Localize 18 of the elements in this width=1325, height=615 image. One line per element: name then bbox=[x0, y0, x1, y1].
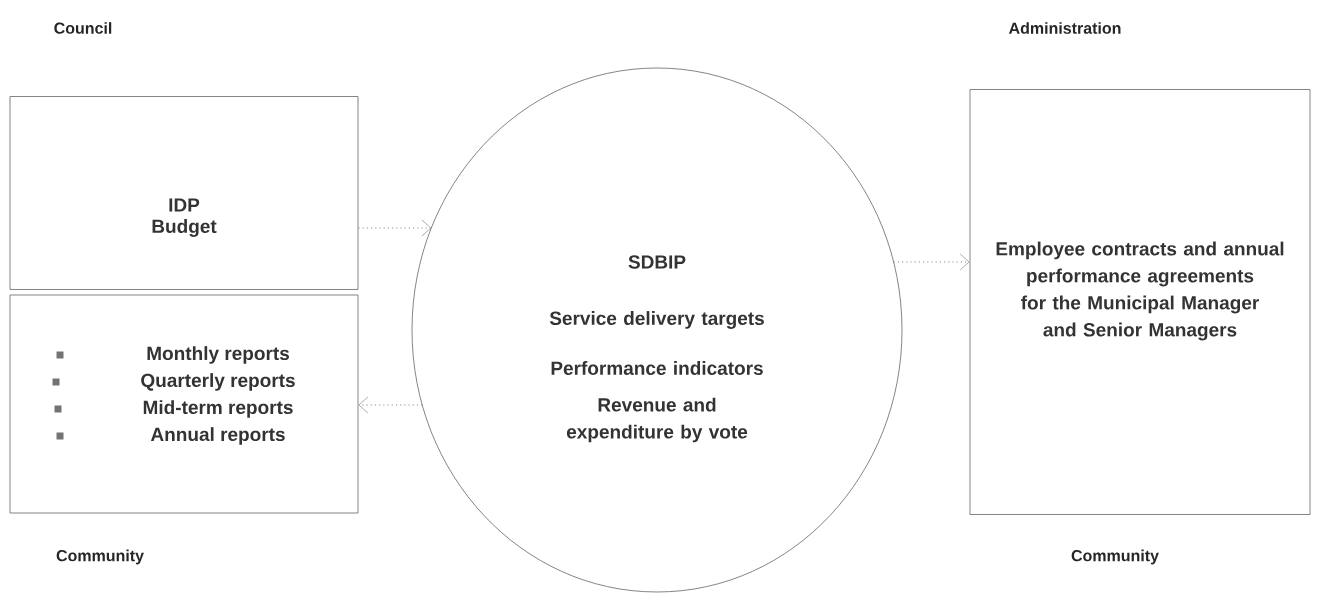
side-label: Community bbox=[56, 549, 144, 565]
side-label: Council bbox=[54, 22, 112, 34]
node-text: Service delivery targets bbox=[549, 311, 764, 329]
node-text: Quarterly reports bbox=[141, 373, 295, 391]
node-text: SDBIP bbox=[628, 255, 686, 269]
node-text: Monthly reports bbox=[147, 346, 289, 364]
side-label: Community bbox=[1071, 549, 1159, 565]
node-text: Revenue and expenditure by vote bbox=[566, 397, 748, 443]
node-text: Mid-term reports bbox=[143, 400, 293, 418]
node-text: IDP bbox=[169, 198, 200, 212]
node-text: Employee contracts and annual performance agreements for the Municipal Manager and Senior Managers bbox=[996, 241, 1284, 341]
node-text: Annual reports bbox=[150, 427, 285, 445]
arrow bbox=[358, 396, 423, 414]
node-text: Budget bbox=[152, 219, 217, 237]
side-label: Administration bbox=[1008, 22, 1121, 34]
arrow bbox=[358, 219, 432, 237]
arrow bbox=[893, 253, 970, 271]
node-text: Performance indicators bbox=[551, 361, 763, 375]
